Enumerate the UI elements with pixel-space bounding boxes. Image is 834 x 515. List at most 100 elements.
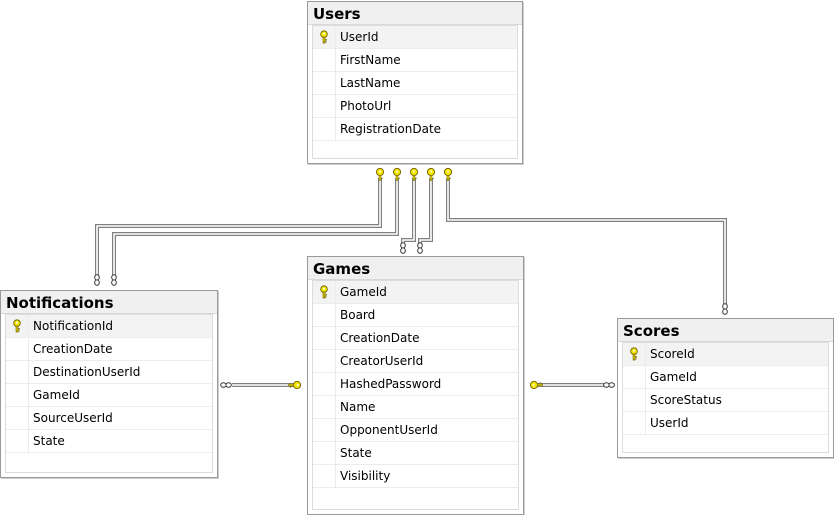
column-name: Board xyxy=(340,308,376,322)
column-row[interactable]: HashedPassword xyxy=(313,373,518,396)
one-end-key-icon xyxy=(426,167,436,181)
primary-key-icon xyxy=(320,285,328,299)
column-name: LastName xyxy=(340,76,401,90)
row-selector xyxy=(6,315,29,337)
column-row[interactable]: Name xyxy=(313,396,518,419)
column-row[interactable]: DestinationUserId xyxy=(6,361,212,384)
table-title[interactable]: Games xyxy=(308,257,523,280)
row-selector xyxy=(313,72,336,94)
column-row[interactable]: CreationDate xyxy=(6,338,212,361)
row-selector xyxy=(313,327,336,349)
row-selector xyxy=(6,361,29,383)
column-row[interactable]: Visibility xyxy=(313,465,518,488)
column-name: FirstName xyxy=(340,53,401,67)
table-title[interactable]: Scores xyxy=(618,319,833,342)
many-end-infinity-icon xyxy=(603,382,615,388)
column-row[interactable]: ScoreStatus xyxy=(623,389,828,412)
column-name: State xyxy=(33,434,65,448)
column-row-primary-key[interactable]: ScoreId xyxy=(623,343,828,366)
column-name: RegistrationDate xyxy=(340,122,442,136)
one-end-key-icon xyxy=(375,167,385,181)
row-selector xyxy=(313,26,336,48)
row-selector xyxy=(6,338,29,360)
row-selector xyxy=(313,118,336,140)
row-selector xyxy=(313,350,336,372)
column-row[interactable]: LastName xyxy=(313,72,517,95)
table-title[interactable]: Notifications xyxy=(1,291,217,314)
column-row[interactable]: GameId xyxy=(623,366,828,389)
row-selector xyxy=(313,281,336,303)
many-end-infinity-icon xyxy=(94,274,100,286)
many-end-infinity-icon xyxy=(400,242,406,254)
row-selector xyxy=(313,419,336,441)
column-row[interactable]: Board xyxy=(313,304,518,327)
relationship-line[interactable] xyxy=(418,178,433,248)
many-end-infinity-icon xyxy=(417,242,423,254)
column-row[interactable]: FirstName xyxy=(313,49,517,72)
column-name: SourceUserId xyxy=(33,411,113,425)
column-name: GameId xyxy=(340,285,387,299)
column-row[interactable]: GameId xyxy=(6,384,212,407)
relationship-lines xyxy=(95,178,727,387)
table-title[interactable]: Users xyxy=(308,2,522,25)
row-selector xyxy=(6,384,29,406)
row-selector xyxy=(6,430,29,452)
row-selector xyxy=(313,95,336,117)
row-selector xyxy=(313,465,336,487)
column-name: Name xyxy=(340,400,376,414)
relationship-line[interactable] xyxy=(401,178,416,248)
row-selector xyxy=(6,407,29,429)
column-name: CreationDate xyxy=(33,342,113,356)
relationship-line-core xyxy=(96,178,381,276)
primary-key-icon xyxy=(320,30,328,44)
many-end-infinity-icon xyxy=(722,303,728,315)
row-selector xyxy=(623,366,646,388)
one-end-key-icon xyxy=(392,167,402,181)
row-selector xyxy=(313,304,336,326)
column-row[interactable]: State xyxy=(6,430,212,453)
column-name: CreatorUserId xyxy=(340,354,424,368)
column-name: ScoreStatus xyxy=(650,393,722,407)
column-row[interactable]: OpponentUserId xyxy=(313,419,518,442)
column-name: UserId xyxy=(340,30,379,44)
column-row[interactable]: CreatorUserId xyxy=(313,350,518,373)
column-name: CreationDate xyxy=(340,331,420,345)
row-selector xyxy=(623,412,646,434)
column-row[interactable]: CreationDate xyxy=(313,327,518,350)
row-selector xyxy=(313,373,336,395)
column-row[interactable]: State xyxy=(313,442,518,465)
column-name: State xyxy=(340,446,372,460)
column-row[interactable]: PhotoUrl xyxy=(313,95,517,118)
row-selector xyxy=(313,49,336,71)
relationship-endpoints xyxy=(94,167,728,390)
column-name: DestinationUserId xyxy=(33,365,141,379)
column-row[interactable]: RegistrationDate xyxy=(313,118,517,141)
column-row-primary-key[interactable]: GameId xyxy=(313,281,518,304)
column-row-primary-key[interactable]: NotificationId xyxy=(6,315,212,338)
row-selector xyxy=(623,343,646,365)
many-end-infinity-icon xyxy=(111,274,117,286)
column-name: PhotoUrl xyxy=(340,99,392,113)
column-name: UserId xyxy=(650,416,689,430)
column-row[interactable]: SourceUserId xyxy=(6,407,212,430)
relationship-line-core xyxy=(447,178,726,304)
one-end-key-icon xyxy=(288,380,302,390)
row-selector xyxy=(313,396,336,418)
primary-key-icon xyxy=(13,319,21,333)
many-end-infinity-icon xyxy=(220,382,232,388)
column-name: ScoreId xyxy=(650,347,695,361)
column-name: Visibility xyxy=(340,469,391,483)
one-end-key-icon xyxy=(409,167,419,181)
column-row-primary-key[interactable]: UserId xyxy=(313,26,517,49)
one-end-key-icon xyxy=(443,167,453,181)
primary-key-icon xyxy=(630,347,638,361)
column-row[interactable]: UserId xyxy=(623,412,828,435)
